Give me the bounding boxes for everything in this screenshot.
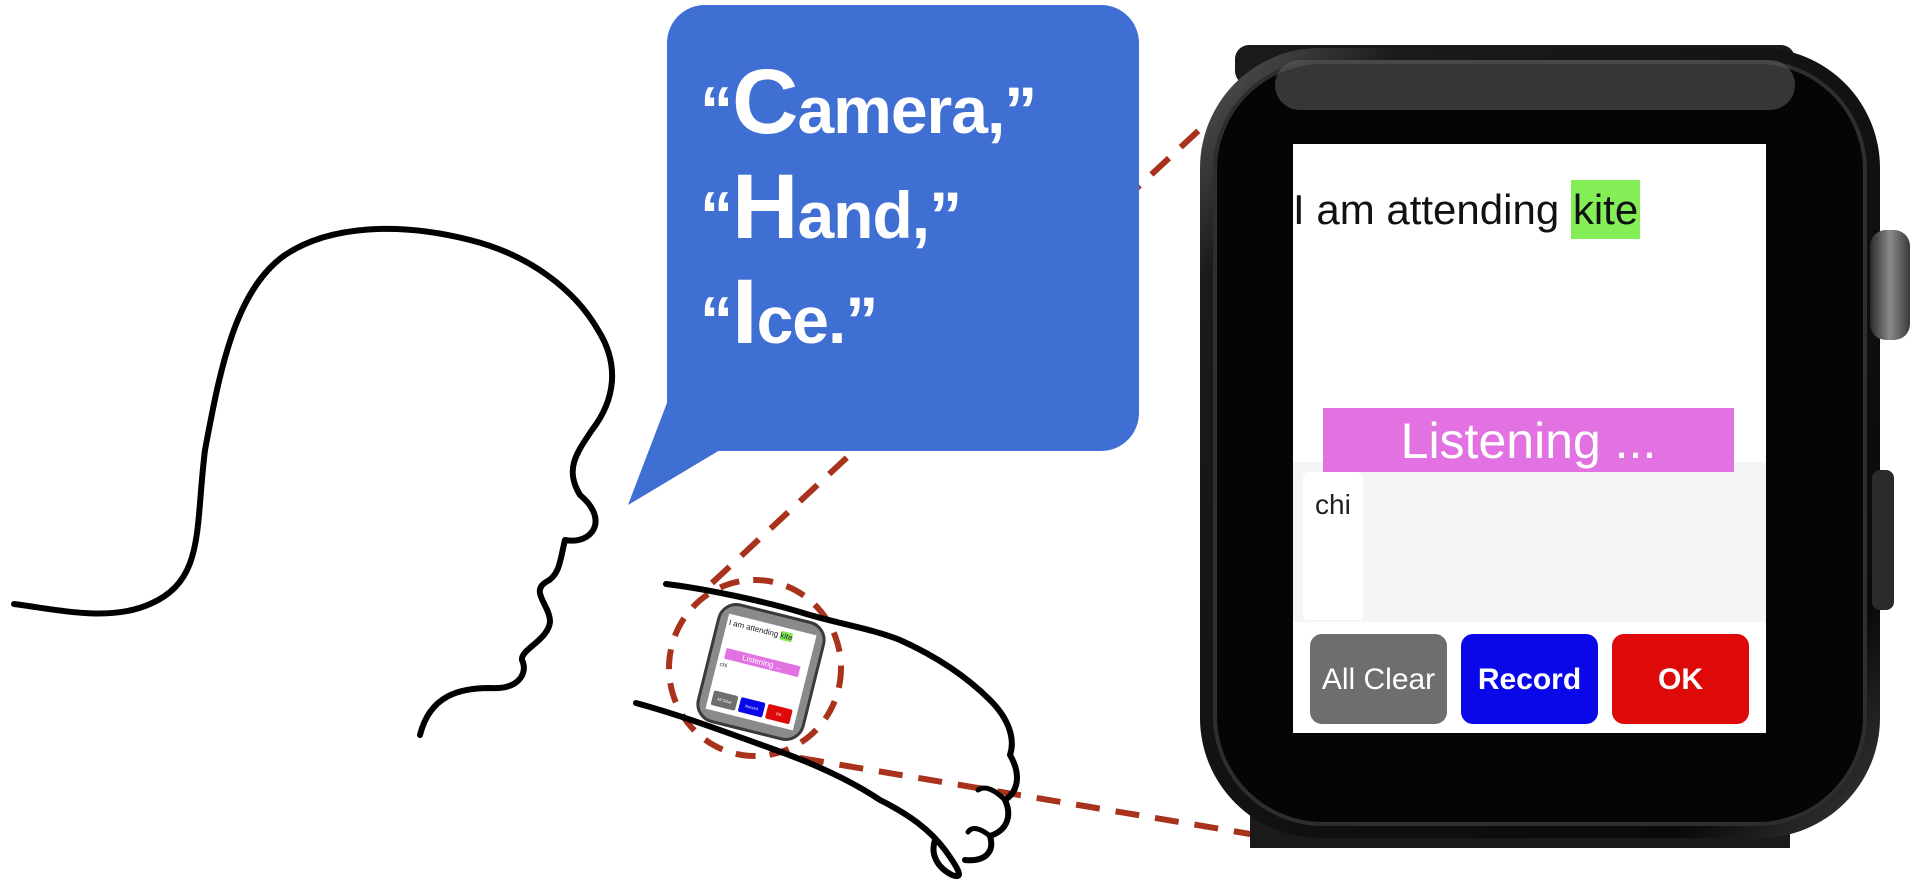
quote-close: ” — [1004, 73, 1037, 147]
mini-ok-button: OK — [764, 703, 793, 725]
speech-bubble — [667, 5, 1139, 451]
quote-open: “ — [700, 177, 733, 252]
mini-all-clear-button: All Clear — [710, 690, 739, 711]
arm-outline-bottom — [633, 700, 962, 880]
quote-close: ” — [845, 282, 878, 357]
arm-outline-top — [663, 581, 1020, 864]
input-area — [1293, 462, 1766, 622]
knuckles-outline — [965, 785, 1008, 839]
initial-letter: C — [732, 51, 798, 153]
quote-close: ” — [929, 177, 962, 252]
spoken-word-line: “Hand,” — [700, 155, 1140, 260]
spoken-words: “Camera,” “Hand,” “Ice.” — [700, 50, 1140, 365]
spoken-word-line: “Camera,” — [700, 50, 1140, 155]
watch-screen: I am attending kite Listening ... chi Al… — [1293, 144, 1766, 733]
bubble-tail — [628, 395, 720, 505]
quote-open: “ — [700, 73, 733, 147]
head-outline — [11, 225, 616, 738]
record-button[interactable]: Record — [1461, 634, 1598, 724]
mini-input-text: chi — [718, 661, 728, 670]
initial-letter: H — [732, 155, 798, 258]
zoom-circle — [666, 577, 844, 759]
all-clear-button[interactable]: All Clear — [1310, 634, 1447, 724]
mini-record-button: Record — [737, 696, 766, 718]
highlighted-word: kite — [1570, 180, 1641, 239]
watch-crown — [1870, 230, 1910, 340]
word-rest: ce. — [756, 282, 847, 357]
watch-side-button — [1872, 470, 1894, 610]
initial-letter: I — [732, 260, 758, 363]
ok-button[interactable]: OK — [1612, 634, 1749, 724]
mini-listening-banner: Listening ... — [724, 648, 801, 678]
word-rest: and, — [797, 177, 930, 252]
input-text: chi — [1315, 489, 1351, 520]
spoken-word-line: “Ice.” — [700, 260, 1140, 365]
quote-open: “ — [700, 282, 733, 357]
listening-banner: Listening ... — [1323, 408, 1734, 472]
input-field[interactable] — [1303, 472, 1363, 620]
mini-highlighted-word: kite — [779, 630, 794, 643]
sentence-text: I am attending — [1293, 186, 1571, 233]
watch-glass-highlight — [1275, 60, 1795, 110]
word-rest: amera, — [797, 73, 1005, 147]
entered-sentence: I am attending kite — [1293, 180, 1641, 239]
